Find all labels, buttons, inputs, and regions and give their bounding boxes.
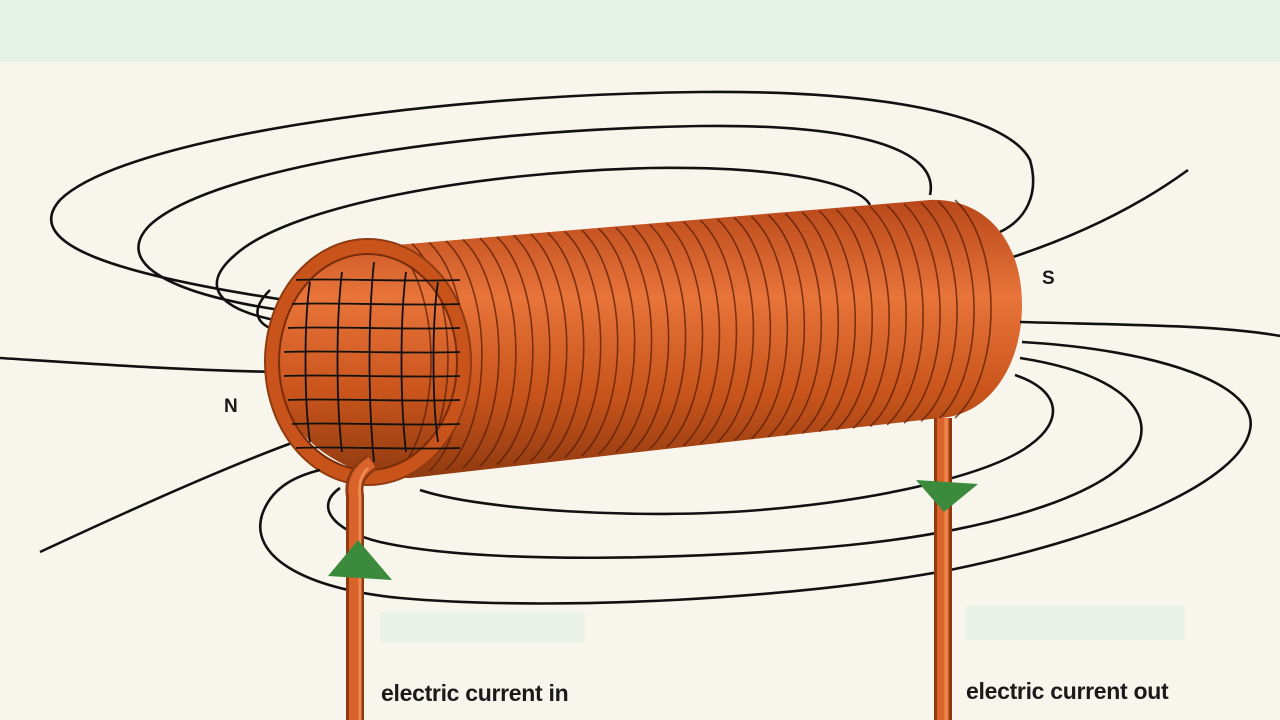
coil-turn: [903, 203, 941, 424]
field-line-inside: [291, 302, 461, 306]
coil-turn: [835, 208, 873, 431]
coil-turn: [716, 218, 755, 443]
coil-turn: [615, 226, 653, 454]
coil-turn: [699, 219, 738, 445]
field-lines-left: [0, 356, 301, 554]
field-line: [39, 438, 301, 554]
coil-turn: [564, 230, 602, 459]
south-pole-label: S: [1042, 268, 1055, 289]
coil-inner-turn: [304, 281, 311, 443]
coil-turn: [767, 214, 806, 438]
coil-turn: [920, 202, 958, 423]
field-line-inside: [287, 398, 461, 402]
coil-turn: [682, 221, 721, 447]
faint-band-left: [380, 612, 585, 642]
field-line: [327, 356, 1143, 560]
field-lines-front: [259, 320, 1280, 605]
field-line: [0, 356, 301, 374]
field-line-inside: [291, 422, 461, 426]
field-line-inside: [295, 446, 461, 450]
field-line: [419, 373, 1055, 516]
coil-turn: [801, 211, 839, 435]
coil-turn: [462, 238, 500, 469]
coil-turn: [513, 234, 551, 464]
coil-turn: [733, 217, 772, 442]
coil-rim: [265, 239, 471, 485]
arrow-down-icon: [916, 480, 978, 512]
coil-turn: [479, 237, 517, 467]
lead-wire-out: [934, 418, 952, 720]
coil-turn: [954, 199, 992, 419]
field-line-inside: [283, 350, 461, 354]
field-lines-inside: [283, 261, 461, 463]
field-line: [215, 166, 872, 324]
field-line: [1009, 168, 1189, 260]
field-lines-back: [49, 90, 1189, 337]
coil-turn: [886, 204, 924, 426]
coil-turn: [530, 233, 568, 462]
field-line: [259, 340, 1252, 605]
coil-inner-turn: [400, 271, 407, 453]
coil-turn: [937, 200, 975, 421]
coil-turn: [852, 207, 890, 429]
coil-turn: [818, 210, 856, 433]
field-line-inside: [295, 278, 461, 282]
field-line: [1019, 320, 1280, 338]
arrow-up-icon: [328, 540, 392, 580]
coil-turn: [445, 240, 483, 471]
coil-inner-turn: [432, 281, 439, 443]
faint-band-right: [965, 606, 1185, 640]
current-in-label: electric current in: [381, 680, 569, 706]
coil-turn: [750, 215, 789, 440]
lead-wire-in: [345, 454, 378, 720]
coil-turn: [648, 223, 687, 450]
field-line: [137, 124, 933, 312]
coil-inner-turn: [336, 271, 343, 453]
coil-turn: [547, 232, 585, 461]
coil-turn: [598, 228, 636, 455]
coil-turn: [665, 222, 704, 448]
coil-turn: [496, 236, 534, 466]
current-out-label: electric current out: [966, 678, 1169, 704]
field-line-inside: [287, 326, 461, 330]
top-band: [0, 0, 1280, 62]
coil-turn: [632, 225, 670, 452]
coil-turn: [784, 213, 822, 436]
field-line-inside: [283, 374, 461, 378]
coil-turn: [581, 229, 619, 457]
field-line: [49, 90, 1035, 302]
coil-rim-outer: [264, 238, 472, 486]
coil-inner-turn: [368, 261, 375, 463]
coil-turn: [869, 206, 907, 428]
north-pole-label: N: [224, 396, 238, 417]
